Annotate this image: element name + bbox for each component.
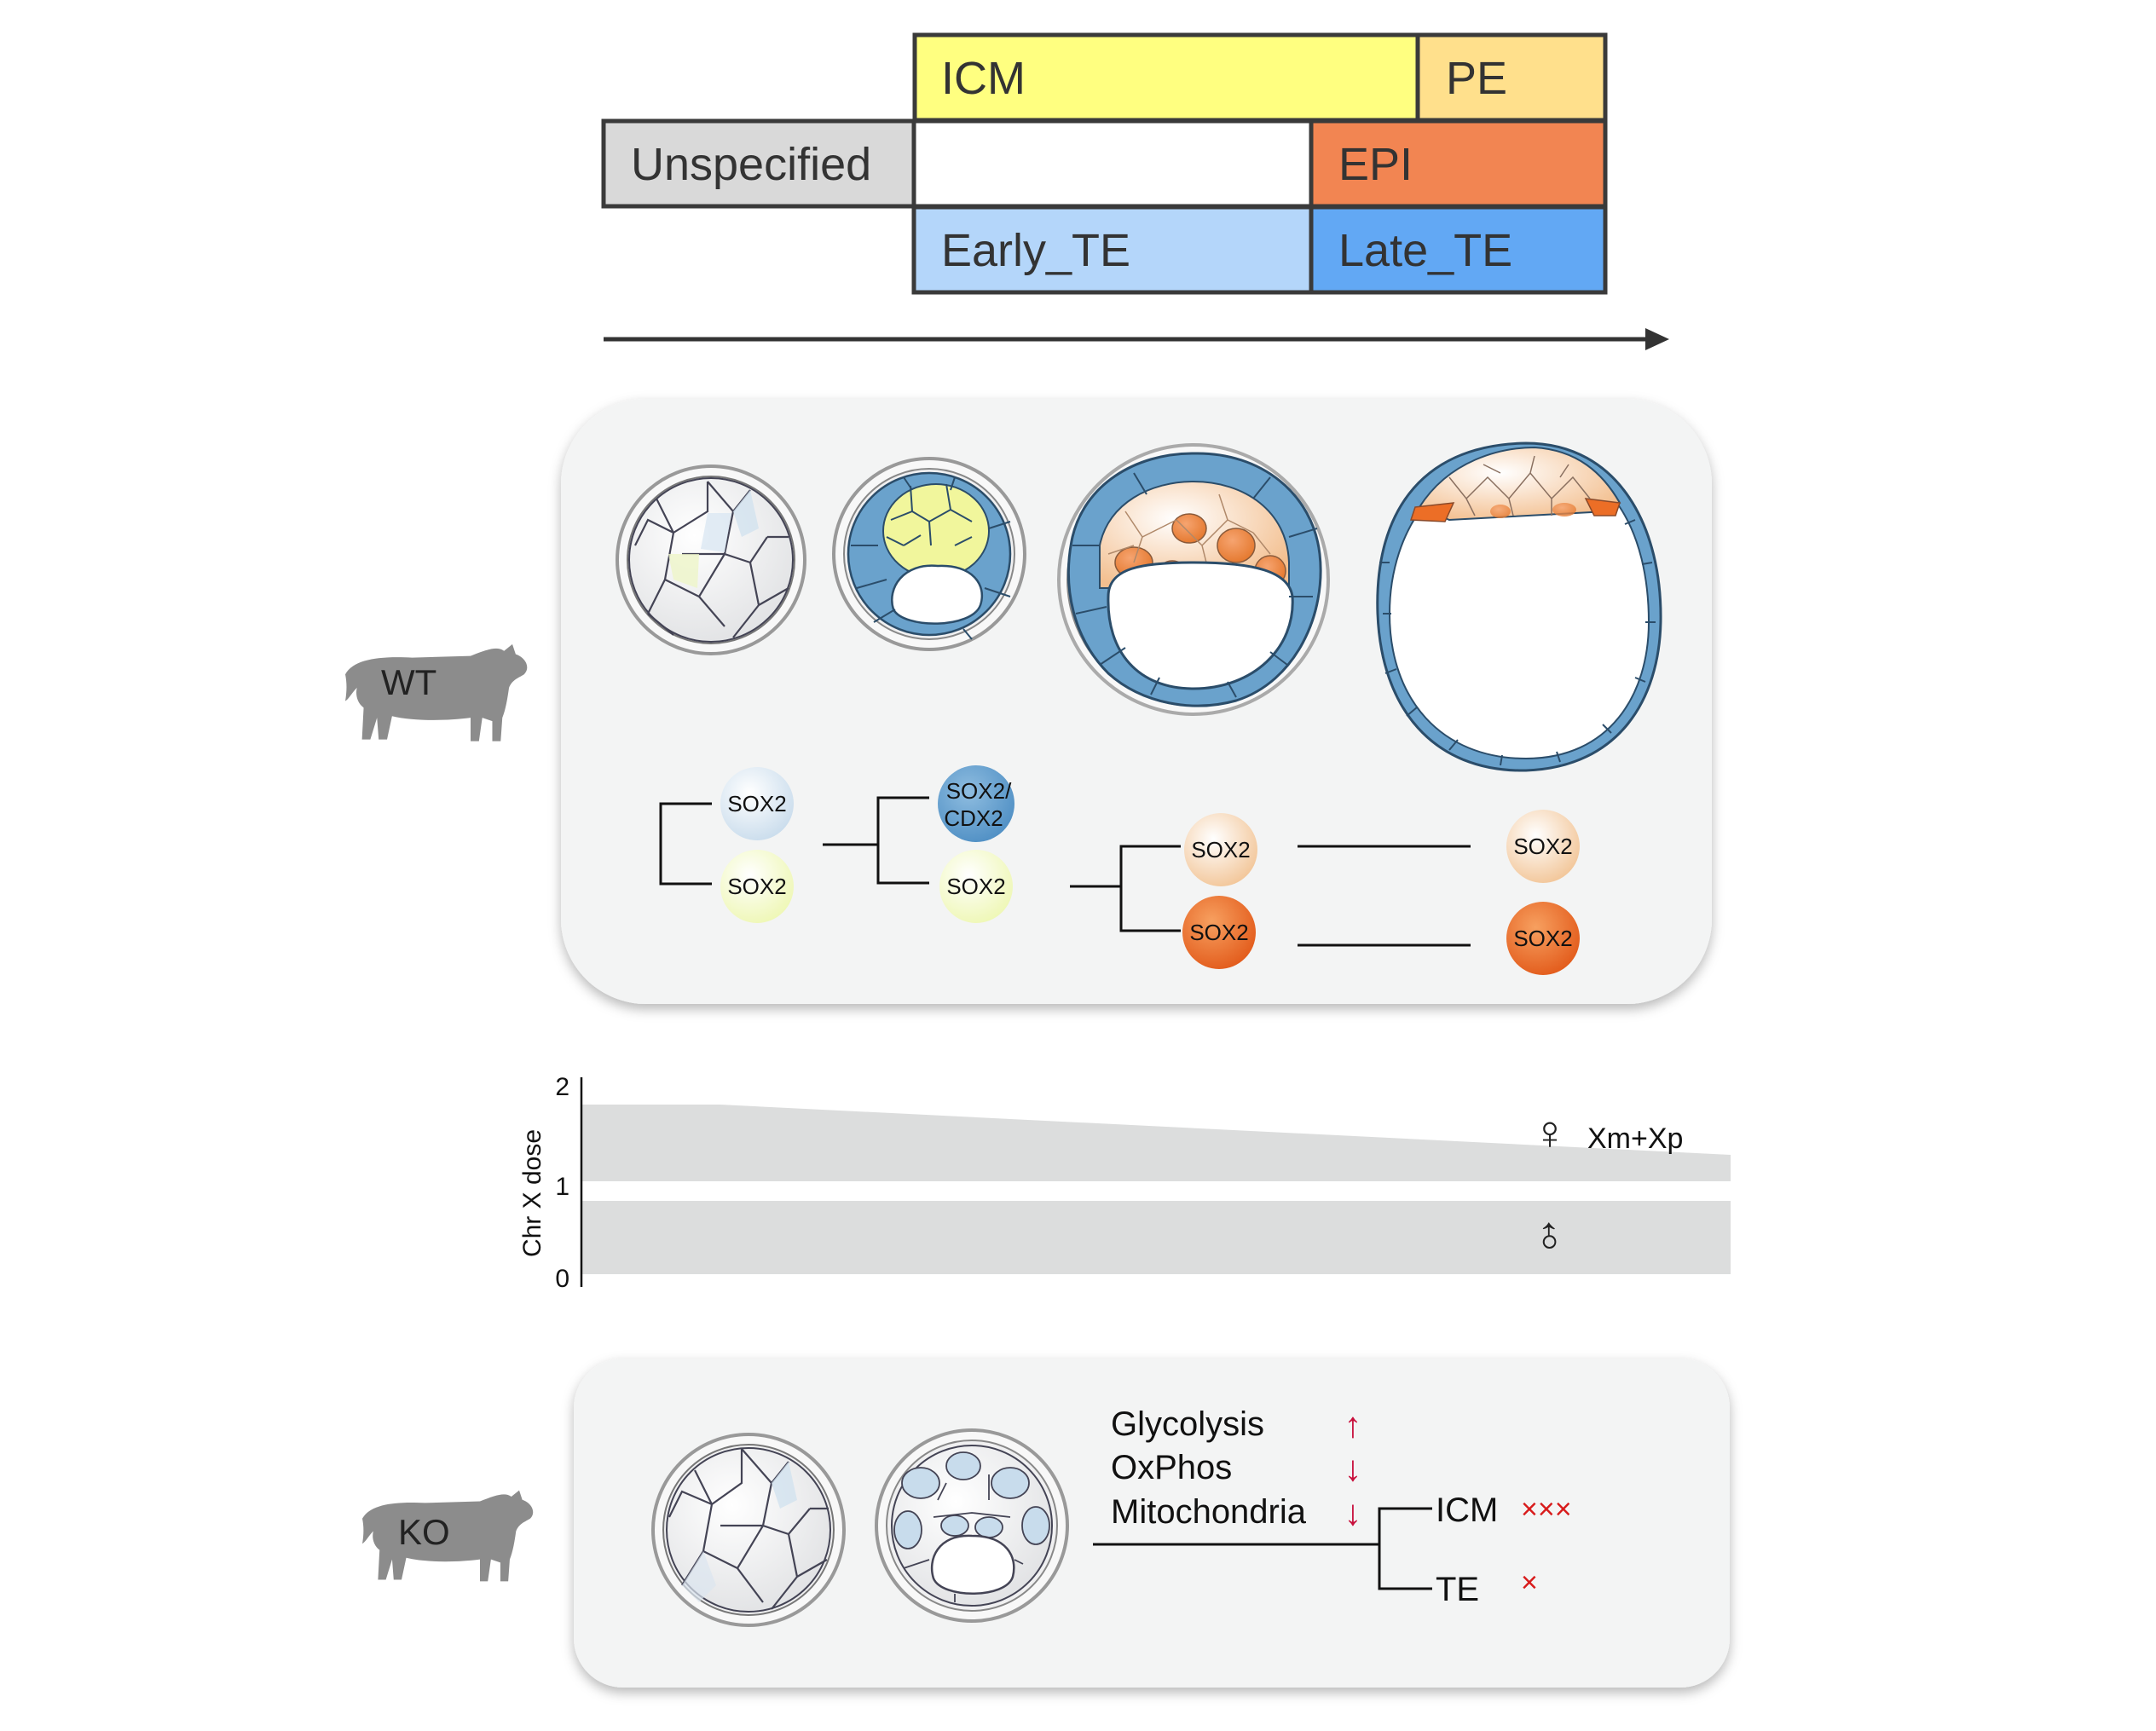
ko-embryo-blastocyst (875, 1428, 1069, 1623)
female-symbol: ♀ (1532, 1105, 1568, 1159)
male-dose-band (581, 1201, 1731, 1274)
tick-label-0: 0 (555, 1265, 569, 1293)
pe-label: PE (1446, 53, 1507, 104)
marker-cell-sox2-peach (1184, 813, 1257, 886)
marker-cell-sox2-yellow (720, 850, 794, 923)
marker-cell-sox2-cdx2 (938, 765, 1014, 842)
oxphos-down-arrow-icon: ↓ (1344, 1448, 1362, 1488)
marker-sox2-4: SOX2 (946, 874, 1005, 899)
late-te-label: Late_TE (1338, 225, 1512, 276)
marker-cell-sox2-orange (1182, 896, 1256, 969)
lineage-timeline: ICM PE Unspecified EPI Early_TE Late_TE (601, 32, 1669, 350)
marker-cell-sox2-blue (720, 767, 794, 840)
chrx-dose-chart: 2 1 0 Chr X dose ♀ Xm+Xp ♂ (518, 1073, 1731, 1293)
epi-label: EPI (1338, 139, 1413, 190)
icm-box (912, 32, 1420, 123)
wt-panel: WT (345, 399, 1712, 1004)
late-te-box (1309, 205, 1608, 295)
ko-label: KO (398, 1512, 450, 1552)
wt-label: WT (381, 662, 436, 702)
tick-label-2: 2 (555, 1073, 569, 1101)
female-dose-band (581, 1105, 1731, 1181)
marker-sox2-cdx2-line2: CDX2 (944, 805, 1003, 831)
early-te-box (911, 205, 1314, 295)
metabolism-oxphos-label: OxPhos (1111, 1449, 1232, 1486)
marker-sox2-6: SOX2 (1189, 920, 1248, 945)
epi-box (1309, 118, 1608, 209)
metabolism-list: Glycolysis OxPhos Mitochondria ↑ ↓ ↓ (1111, 1405, 1362, 1532)
marker-cell-sox2-orange-2 (1506, 902, 1580, 975)
metabolism-glycolysis-label: Glycolysis (1111, 1405, 1264, 1443)
time-arrow-head (1645, 328, 1669, 350)
ko-embryo-morula (651, 1433, 846, 1627)
marker-sox2-5: SOX2 (1191, 837, 1250, 863)
unspecified-label: Unspecified (631, 139, 871, 190)
wt-lineage-tree (659, 796, 1471, 947)
marker-sox2-1: SOX2 (727, 791, 786, 816)
marker-cell-sox2-peach-2 (1506, 810, 1580, 883)
tick-label-1: 1 (555, 1173, 569, 1201)
early-te-label: Early_TE (941, 225, 1130, 276)
chart-y-label: Chr X dose (518, 1129, 546, 1257)
marker-sox2-8: SOX2 (1513, 926, 1572, 951)
marker-sox2-7: SOX2 (1513, 834, 1572, 859)
embryo-morula (616, 464, 806, 655)
embryo-late-blastocyst (1376, 441, 1662, 772)
unspecified-box (601, 118, 916, 209)
blank-box (911, 118, 1314, 209)
ko-panel-bg (574, 1359, 1730, 1688)
ko-lineage-tree (1093, 1507, 1432, 1590)
ko-icm-label: ICM (1436, 1492, 1498, 1529)
marker-cell-sox2-yellow-2 (939, 850, 1013, 923)
ko-te-label: TE (1436, 1571, 1479, 1608)
marker-sox2-cdx2-line1: SOX2/ (946, 778, 1012, 804)
metabolism-mitochondria-label: Mitochondria (1111, 1493, 1307, 1531)
female-label: Xm+Xp (1587, 1122, 1683, 1155)
marker-sox2-2: SOX2 (727, 874, 786, 899)
glycolysis-up-arrow-icon: ↑ (1344, 1405, 1362, 1445)
embryo-expanded-blastocyst (1057, 443, 1330, 716)
ko-te-marks: × (1521, 1567, 1538, 1599)
ko-panel: KO (362, 1359, 1730, 1688)
ko-icm-marks: ××× (1521, 1493, 1572, 1526)
mitochondria-down-arrow-icon: ↓ (1344, 1492, 1362, 1532)
embryo-early-blastocyst (832, 457, 1026, 651)
wt-marker-cells: SOX2 SOX2 SOX2/ CDX2 SOX2 SOX2 SOX2 SOX2… (720, 765, 1580, 975)
icm-label: ICM (941, 53, 1026, 104)
